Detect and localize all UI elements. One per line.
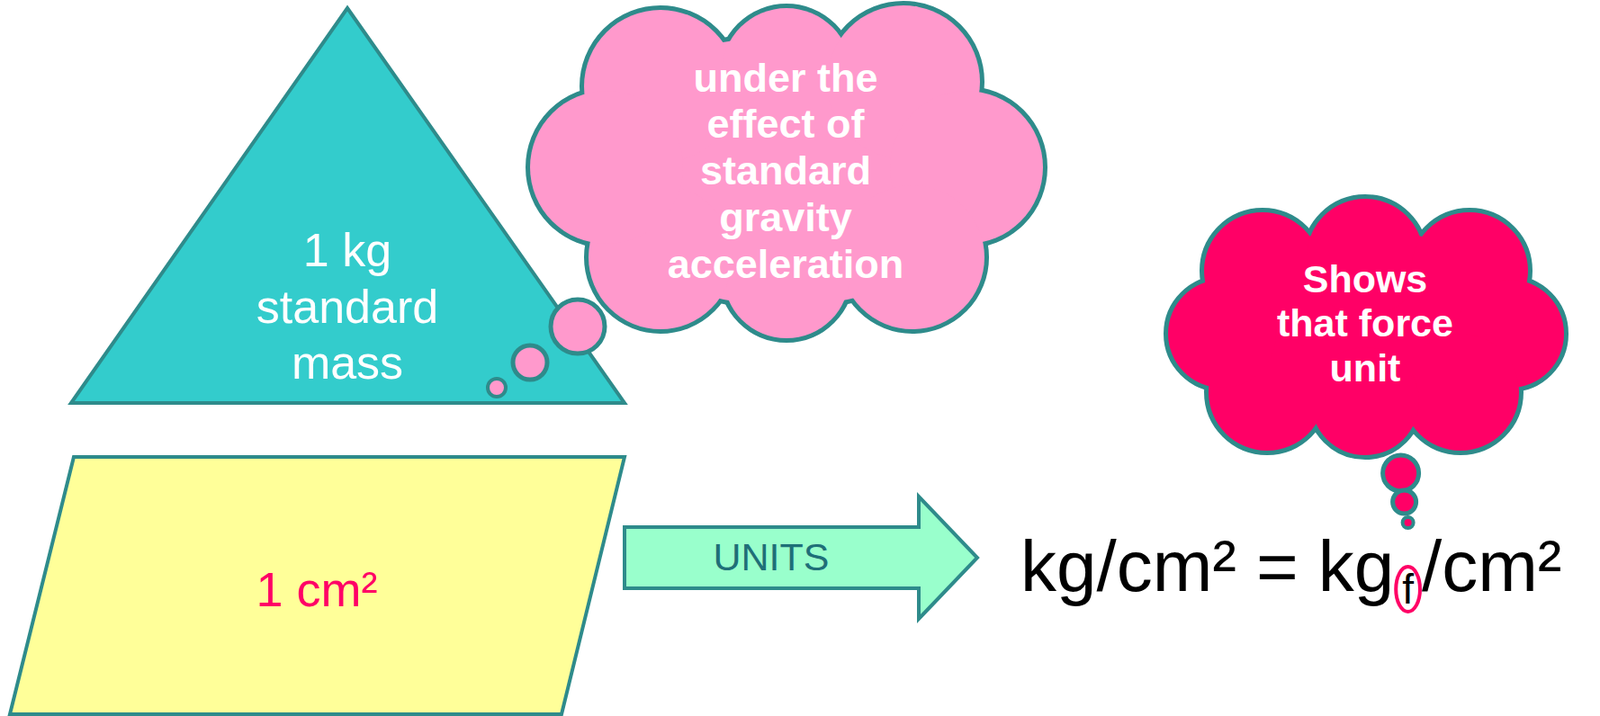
thought-bubble xyxy=(1402,517,1414,529)
parallelogram-node: 1 cm² xyxy=(9,457,625,715)
subscript-f: f xyxy=(1393,568,1422,611)
node-text: Shows that force unit xyxy=(1268,257,1463,391)
unit-text: /cm² xyxy=(1421,530,1563,603)
unit-text: kg/cm² xyxy=(1020,530,1237,603)
unit-text: kg xyxy=(1318,530,1395,603)
equals-sign: = xyxy=(1256,530,1299,603)
thought-cloud: Shows that force unit xyxy=(1163,198,1567,459)
thought-bubble xyxy=(1383,455,1420,492)
thought-cloud: under the effect of standard gravity acc… xyxy=(525,5,1046,337)
thought-bubble xyxy=(512,345,548,380)
node-text: 1 kg standard mass xyxy=(216,222,478,391)
thought-bubble xyxy=(487,378,506,397)
node-text: under the effect of standard gravity acc… xyxy=(637,54,935,288)
thought-bubble xyxy=(550,299,605,354)
node-text: 1 cm² xyxy=(256,560,378,620)
block-arrow: UNITS xyxy=(624,496,978,620)
unit-equation: kg/cm² = kgf/cm² xyxy=(1020,530,1563,611)
thought-bubble xyxy=(1393,490,1417,514)
node-text: UNITS xyxy=(713,534,830,582)
